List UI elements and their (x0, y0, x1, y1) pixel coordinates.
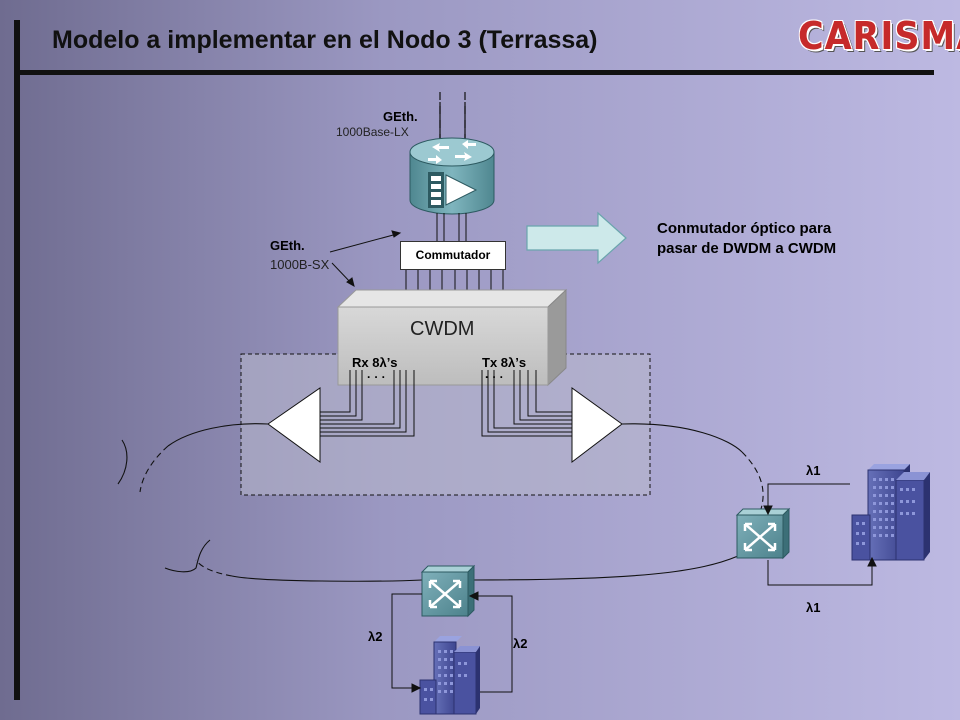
geth-pointer-arrows (329, 230, 402, 288)
fibre-ring (117, 423, 764, 582)
geth-left-label: GEth. (270, 238, 305, 253)
lambda-label-bottom-right: λ2 (513, 636, 528, 651)
title-underline (14, 70, 934, 75)
page-title: Modelo a implementar en el Nodo 3 (Terra… (52, 26, 598, 54)
right-building-icon (851, 464, 930, 561)
lambda-label-right-top: λ1 (806, 463, 821, 478)
router-to-commutador-links (436, 213, 467, 241)
tx-dots: · · · (485, 370, 504, 384)
rx-fibres (319, 370, 415, 442)
mux-triangle (571, 387, 623, 464)
cwdm-label: CWDM (410, 318, 475, 340)
geth-left-sublabel: 1000B-SX (270, 257, 330, 272)
callout-text: Conmutador óptico para pasar de DWDM a C… (657, 220, 837, 257)
right-lambda-loop (763, 483, 877, 586)
router-geth-sublabel: 1000Base-LX (336, 125, 409, 139)
rx-dots: · · · (367, 370, 386, 384)
router-geth-label: GEth. (383, 109, 418, 124)
bottom-building-icon (419, 636, 480, 715)
bottom-optical-switch-icon (420, 564, 476, 618)
rx-label: Rx 8λ’s (352, 355, 398, 370)
lambda-label-bottom-left: λ2 (368, 629, 383, 644)
left-rule (14, 20, 20, 700)
bottom-lambda-loop (391, 591, 513, 693)
carisma-logo: CARISMA (798, 14, 960, 58)
cwdm-box (336, 288, 568, 387)
tx-label: Tx 8λ’s (482, 355, 527, 370)
callout-arrow (526, 211, 627, 265)
right-optical-switch-icon (735, 507, 791, 560)
lambda-label-right-bottom: λ1 (806, 600, 821, 615)
commutador-box: Commutador (400, 241, 506, 270)
demux-triangle (267, 387, 321, 463)
tx-fibres (481, 370, 573, 442)
router-uplinks (439, 92, 466, 145)
router-icon (409, 137, 495, 215)
